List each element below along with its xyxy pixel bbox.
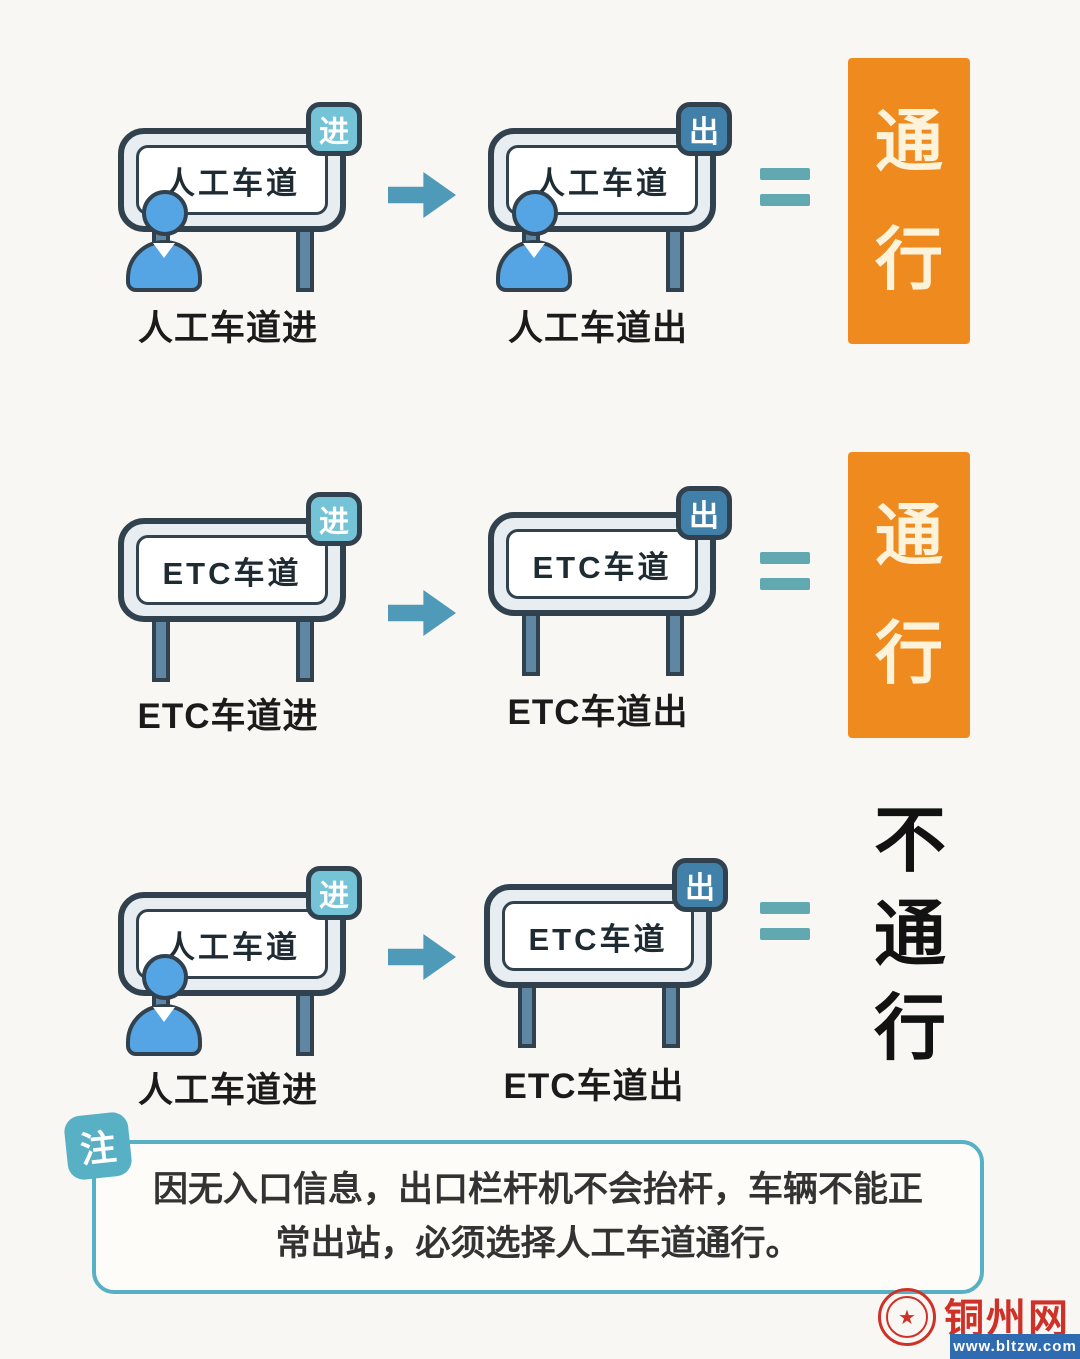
sign-label: 人工车道 xyxy=(136,145,328,215)
note-text: 因无入口信息，出口栏杆机不会抬杆，车辆不能正常出站，必须选择人工车道通行。 xyxy=(152,1169,923,1263)
person-icon xyxy=(122,190,206,296)
result-pass-text: 通行 xyxy=(874,498,943,692)
arrow-right-icon xyxy=(388,172,456,218)
sign-label: ETC车道 xyxy=(506,529,698,599)
seal-star-icon xyxy=(886,1296,928,1338)
note-badge: 注 xyxy=(62,1110,134,1182)
sign-leg xyxy=(518,984,536,1048)
sign-manual-enter: 人工车道 进 xyxy=(118,102,362,428)
enter-badge: 进 xyxy=(306,102,362,156)
site-name: 铜州网 xyxy=(944,1297,1070,1341)
exit-badge: 出 xyxy=(676,486,732,540)
caption-etc-exit: ETC车道出 xyxy=(503,1067,685,1106)
arrow-right-icon xyxy=(388,590,456,636)
sign-label: ETC车道 xyxy=(502,901,694,971)
person-icon xyxy=(122,954,206,1060)
sign-etc-enter: ETC车道 进 xyxy=(118,492,362,818)
equals-sign xyxy=(760,902,810,940)
person-collar xyxy=(153,243,175,258)
result-no-pass: 不通行 xyxy=(850,796,970,1074)
arrow-right-icon xyxy=(388,934,456,980)
sign-leg xyxy=(666,228,684,292)
enter-badge: 进 xyxy=(306,492,362,546)
equals-sign xyxy=(760,552,810,590)
person-icon xyxy=(492,190,576,296)
sign-leg xyxy=(666,612,684,676)
sign-board: ETC车道 xyxy=(484,884,712,988)
person-head xyxy=(142,190,188,236)
site-url: www.bltzw.com xyxy=(950,1334,1080,1359)
site-watermark: 铜州网 www.bltzw.com xyxy=(870,1284,1080,1359)
result-no-pass-text: 不通行 xyxy=(873,801,946,1069)
result-pass-badge: 通行 xyxy=(848,452,970,738)
result-pass-badge: 通行 xyxy=(848,58,970,344)
note-box: 因无入口信息，出口栏杆机不会抬杆，车辆不能正常出站，必须选择人工车道通行。 xyxy=(92,1140,984,1294)
sign-label: ETC车道 xyxy=(136,535,328,605)
caption-manual-exit: 人工车道出 xyxy=(507,309,688,348)
caption-manual-enter: 人工车道进 xyxy=(137,1071,318,1110)
sign-manual-enter: 人工车道 进 xyxy=(118,866,362,1192)
sign-leg xyxy=(296,992,314,1056)
sign-leg xyxy=(152,618,170,682)
exit-badge: 出 xyxy=(676,102,732,156)
enter-badge: 进 xyxy=(306,866,362,920)
person-collar xyxy=(153,1007,175,1022)
caption-etc-enter: ETC车道进 xyxy=(137,697,319,736)
person-head xyxy=(512,190,558,236)
caption-etc-exit: ETC车道出 xyxy=(507,693,689,732)
sign-etc-exit: ETC车道 出 xyxy=(488,486,732,812)
sign-etc-exit: ETC车道 出 xyxy=(484,858,728,1184)
result-pass-text: 通行 xyxy=(874,104,943,298)
sign-manual-exit: 人工车道 出 xyxy=(488,102,732,428)
exit-badge: 出 xyxy=(672,858,728,912)
person-head xyxy=(142,954,188,1000)
sign-leg xyxy=(296,228,314,292)
sign-leg xyxy=(522,612,540,676)
person-collar xyxy=(523,243,545,258)
equals-sign xyxy=(760,168,810,206)
site-seal-icon xyxy=(878,1288,936,1346)
sign-leg xyxy=(662,984,680,1048)
caption-manual-enter: 人工车道进 xyxy=(137,309,318,348)
sign-leg xyxy=(296,618,314,682)
